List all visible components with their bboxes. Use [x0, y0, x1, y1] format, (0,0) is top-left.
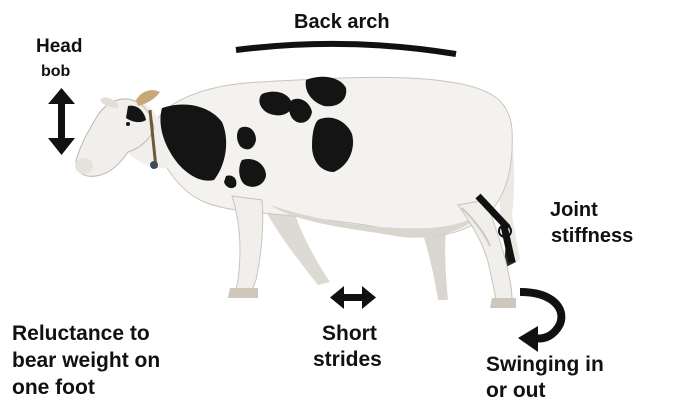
short-label: Short	[322, 321, 377, 346]
strides-label: strides	[313, 347, 382, 372]
back-arch-label: Back arch	[294, 10, 390, 34]
swinging-label-line2: or out	[486, 378, 545, 403]
short-strides-arrow-icon	[330, 286, 376, 309]
head-bob-arrow-icon	[48, 88, 75, 155]
cow-illustration	[75, 77, 520, 308]
back-arch-curve-icon	[236, 44, 456, 54]
bob-label: bob	[41, 62, 70, 81]
reluctance-label-line2: bear weight on	[12, 348, 160, 373]
reluctance-label-line3: one foot	[12, 375, 95, 400]
swinging-curved-arrow-icon	[518, 292, 561, 352]
joint-label: Joint	[550, 198, 598, 222]
head-label: Head	[36, 36, 82, 59]
reluctance-label-line1: Reluctance to	[12, 321, 150, 346]
stiffness-label: stiffness	[551, 224, 633, 248]
swinging-label-line1: Swinging in	[486, 352, 604, 377]
